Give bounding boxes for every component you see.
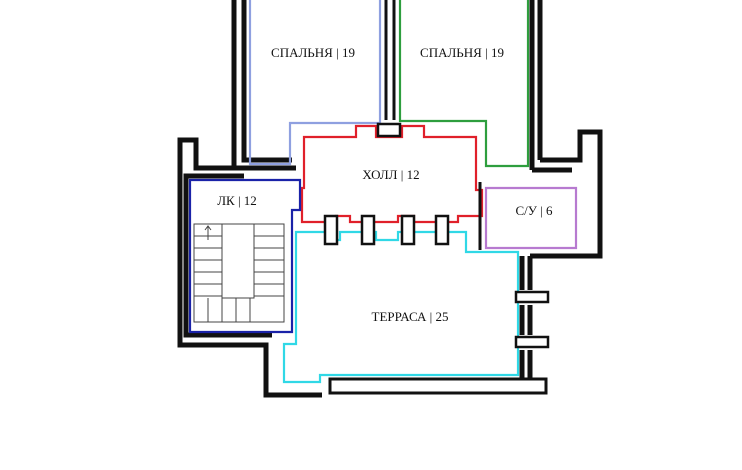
bedroom-left-label: СПАЛЬНЯ | 19 (271, 45, 355, 60)
internal-walls (323, 122, 550, 349)
bedroom-right-label: СПАЛЬНЯ | 19 (420, 45, 504, 60)
stair-hall-label: ЛК | 12 (217, 193, 257, 208)
terrace-outline (282, 230, 520, 384)
terrace-label: ТЕРРАСА | 25 (372, 309, 449, 324)
bathroom-label: С/У | 6 (515, 203, 553, 218)
staircase (193, 223, 285, 323)
terrace-post-2 (514, 335, 550, 349)
hall-label: ХОЛЛ | 12 (362, 167, 419, 182)
hall-pier-2 (360, 214, 376, 246)
hall-pier-4 (434, 214, 450, 246)
bathroom-outline (484, 186, 578, 250)
bedroom-right-outline (398, 0, 530, 168)
bedroom-left-outline (248, 0, 382, 166)
hall-pier-3 (400, 214, 416, 246)
stair-hall-outline (188, 178, 302, 334)
outer-walls (177, 0, 603, 398)
hall-pier-1 (323, 214, 339, 246)
terrace-post-1 (514, 290, 550, 304)
